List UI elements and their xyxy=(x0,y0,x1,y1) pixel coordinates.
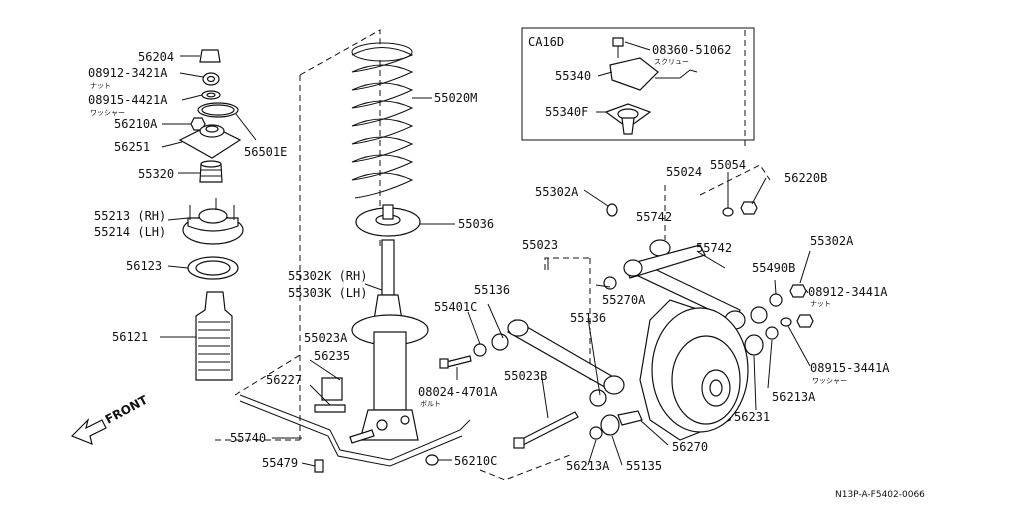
label-55136-a: 55136 xyxy=(474,283,510,297)
label-55213: 55213 (RH) xyxy=(94,209,166,223)
label-55214: 55214 (LH) xyxy=(94,225,166,239)
label-55740: 55740 xyxy=(230,431,266,445)
nut-08912-3421a xyxy=(202,72,220,86)
bump-rubber-55320 xyxy=(199,160,223,183)
label-56227: 56227 xyxy=(266,373,302,387)
label-55135: 55135 xyxy=(626,459,662,473)
label-55742-a: 55742 xyxy=(636,210,672,224)
label-55302a-top: 55302A xyxy=(535,185,579,199)
label-55023b: 55023B xyxy=(504,369,547,383)
reference-code: N13P-A-F5402-0066 xyxy=(835,490,925,500)
note-nut: ナット xyxy=(90,82,111,90)
label-56270: 56270 xyxy=(672,440,708,454)
label-56213a-bottom: 56213A xyxy=(566,459,610,473)
label-56213a-right: 56213A xyxy=(772,390,816,404)
label-08024-4701a: 08024-4701A xyxy=(418,385,498,399)
part-labels: 56204 08912-3421A ナット 08915-4421A ワッシャー … xyxy=(88,43,890,473)
label-08915-3441a: 08915-3441A xyxy=(810,361,890,375)
label-56210c: 56210C xyxy=(454,454,497,468)
leader-lines xyxy=(160,41,811,467)
label-55023a: 55023A xyxy=(304,331,348,345)
inset-engine-code: CA16D xyxy=(528,35,564,49)
spring-seat-55036 xyxy=(355,204,421,237)
label-55303k: 55303K (LH) xyxy=(288,286,367,300)
strut-55302k xyxy=(351,239,429,441)
cap-56204 xyxy=(199,49,221,63)
label-55320: 55320 xyxy=(138,167,174,181)
front-direction-indicator: FRONT xyxy=(70,392,151,445)
label-55742-b: 55742 xyxy=(696,241,732,255)
label-08360-51062: 08360-51062 xyxy=(652,43,731,57)
front-arrow-icon xyxy=(70,418,107,445)
label-56251: 56251 xyxy=(114,140,150,154)
label-55302k: 55302K (RH) xyxy=(288,269,367,283)
knuckle-hub xyxy=(639,299,749,441)
note-washer-b: ワッシャー xyxy=(812,377,847,385)
note-screw: スクリュー xyxy=(654,58,689,66)
bolts xyxy=(314,355,579,473)
coil-spring-55020m xyxy=(351,42,414,199)
stabilizer-bar-55740 xyxy=(239,377,471,467)
dust-boot-56121 xyxy=(195,291,233,381)
label-55401c: 55401C xyxy=(434,300,477,314)
label-55136-b: 55136 xyxy=(570,311,606,325)
label-56220b: 56220B xyxy=(784,171,827,185)
label-56204: 56204 xyxy=(138,50,174,64)
label-55340: 55340 xyxy=(555,69,591,83)
label-56123: 56123 xyxy=(126,259,162,273)
label-55340f: 55340F xyxy=(545,105,588,119)
note-nut-b: ナット xyxy=(810,300,831,308)
seal-ring-56501e xyxy=(197,102,239,118)
label-55490b: 55490B xyxy=(752,261,795,275)
bushings xyxy=(473,201,814,440)
upper-plate-56251 xyxy=(178,124,242,159)
mount-insulator-55213 xyxy=(182,198,244,245)
label-55270a: 55270A xyxy=(602,293,646,307)
label-55024: 55024 xyxy=(666,165,702,179)
label-08912-3421a: 08912-3421A xyxy=(88,66,168,80)
parallel-link-55023 xyxy=(507,244,706,395)
note-bolt: ボルト xyxy=(420,400,441,408)
inset-ca16d: CA16D xyxy=(521,27,755,141)
label-08912-3441a: 08912-3441A xyxy=(808,285,888,299)
label-55479: 55479 xyxy=(262,456,298,470)
label-56501e: 56501E xyxy=(244,145,287,159)
label-56235: 56235 xyxy=(314,349,350,363)
label-56231: 56231 xyxy=(734,410,770,424)
label-55302a-right: 55302A xyxy=(810,234,854,248)
spring-seat-56123 xyxy=(187,256,239,280)
label-55020m: 55020M xyxy=(434,91,477,105)
label-56210a: 56210A xyxy=(114,117,158,131)
washer-08915-4421a xyxy=(201,90,221,100)
label-56121: 56121 xyxy=(112,330,148,344)
label-08915-4421a: 08915-4421A xyxy=(88,93,168,107)
front-label: FRONT xyxy=(103,392,151,426)
note-washer: ワッシャー xyxy=(90,109,125,117)
label-55023: 55023 xyxy=(522,238,558,252)
label-55054: 55054 xyxy=(710,158,746,172)
label-55036: 55036 xyxy=(458,217,494,231)
